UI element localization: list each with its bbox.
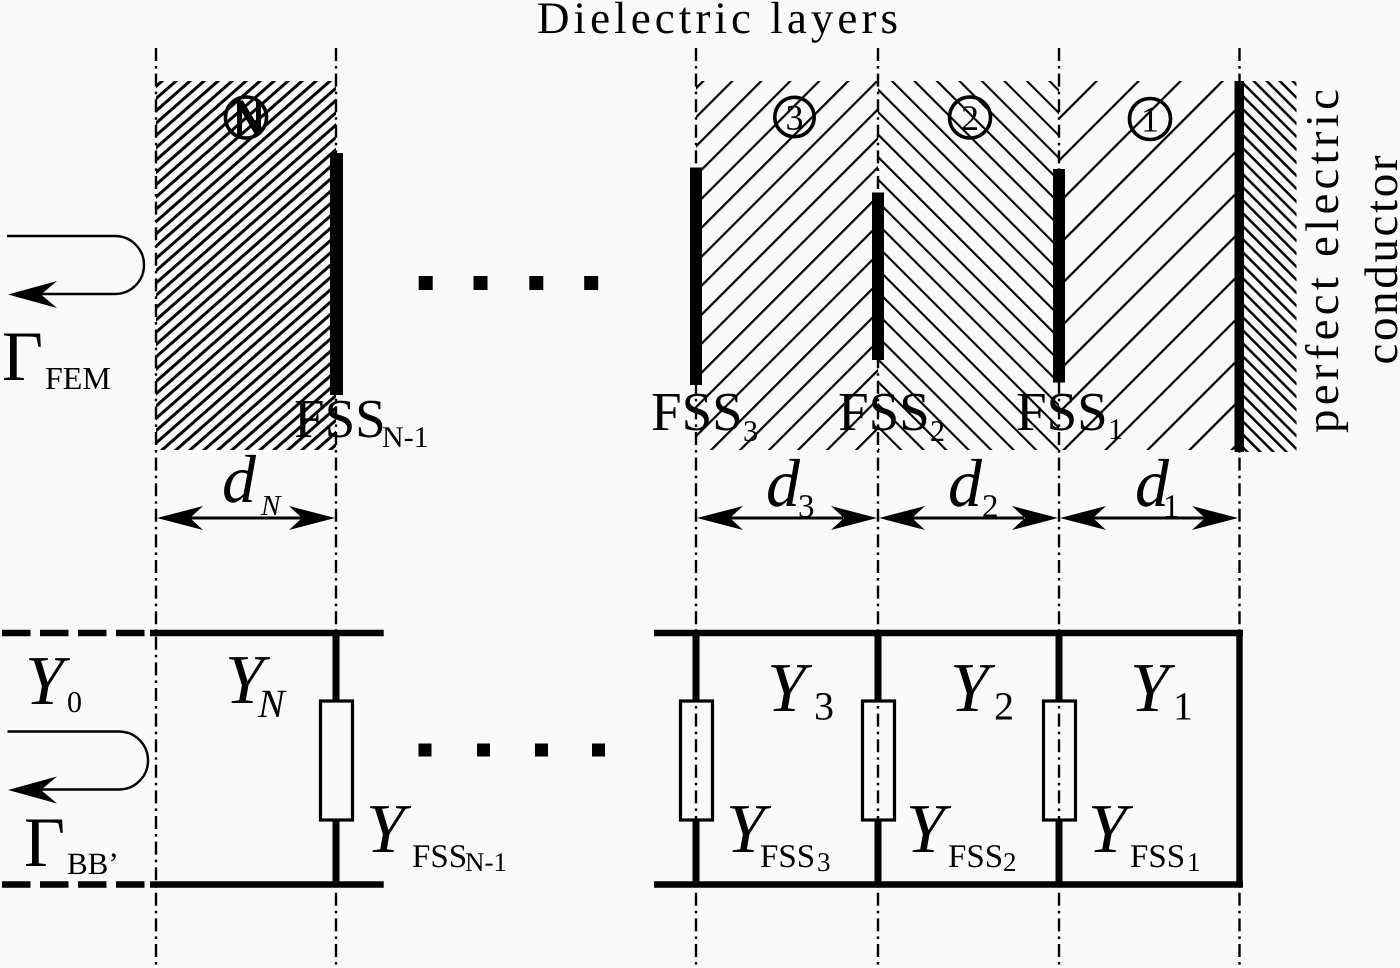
svg-text:FSS: FSS bbox=[948, 839, 1003, 875]
svg-text:3: 3 bbox=[814, 684, 834, 729]
svg-text:N: N bbox=[257, 681, 287, 726]
svg-text:conductor: conductor bbox=[1356, 155, 1400, 364]
svg-text:2: 2 bbox=[961, 98, 979, 138]
svg-text:d: d bbox=[1135, 445, 1170, 521]
svg-text:BB’: BB’ bbox=[67, 846, 119, 881]
svg-text:d: d bbox=[766, 445, 801, 521]
svg-text:3: 3 bbox=[798, 489, 815, 525]
svg-text:1: 1 bbox=[1141, 100, 1159, 140]
svg-text:FSS: FSS bbox=[1016, 381, 1108, 442]
svg-text:3: 3 bbox=[786, 98, 804, 138]
svg-text:3: 3 bbox=[743, 415, 758, 448]
svg-text:1: 1 bbox=[1108, 413, 1123, 446]
svg-text:d: d bbox=[222, 441, 257, 517]
svg-text:Y: Y bbox=[25, 643, 71, 720]
svg-text:Γ: Γ bbox=[2, 318, 43, 396]
svg-text:Y: Y bbox=[225, 642, 271, 719]
svg-text:N: N bbox=[260, 490, 282, 522]
svg-text:Γ: Γ bbox=[24, 804, 65, 882]
svg-text:Y: Y bbox=[366, 791, 412, 868]
svg-text:FSS: FSS bbox=[651, 381, 743, 442]
svg-text:2: 2 bbox=[994, 684, 1014, 729]
svg-text:0: 0 bbox=[67, 686, 82, 719]
svg-text:FSS: FSS bbox=[838, 381, 930, 442]
svg-text:2: 2 bbox=[930, 415, 945, 448]
svg-text:3: 3 bbox=[817, 847, 831, 877]
svg-text:FSS: FSS bbox=[1130, 839, 1185, 875]
svg-text:Y: Y bbox=[1130, 650, 1176, 727]
svg-text:1: 1 bbox=[1173, 684, 1193, 729]
svg-text:2: 2 bbox=[982, 489, 999, 525]
svg-text:N-1: N-1 bbox=[382, 421, 429, 454]
svg-text:1: 1 bbox=[1187, 847, 1201, 877]
svg-text:FEM: FEM bbox=[45, 360, 111, 396]
svg-text:2: 2 bbox=[1003, 847, 1017, 877]
svg-text:Dielectric layers: Dielectric layers bbox=[537, 0, 898, 43]
svg-text:Y: Y bbox=[726, 791, 772, 868]
svg-text:N-1: N-1 bbox=[465, 847, 507, 877]
svg-text:FSS: FSS bbox=[760, 839, 815, 875]
svg-text:Y: Y bbox=[906, 791, 952, 868]
svg-text:d: d bbox=[948, 445, 983, 521]
svg-text:Y: Y bbox=[1088, 791, 1134, 868]
svg-text:FSS: FSS bbox=[412, 839, 467, 875]
svg-text:FSS: FSS bbox=[294, 388, 386, 449]
svg-text:1: 1 bbox=[1163, 489, 1180, 525]
svg-text:Y: Y bbox=[767, 650, 813, 727]
svg-text:Y: Y bbox=[950, 650, 996, 727]
